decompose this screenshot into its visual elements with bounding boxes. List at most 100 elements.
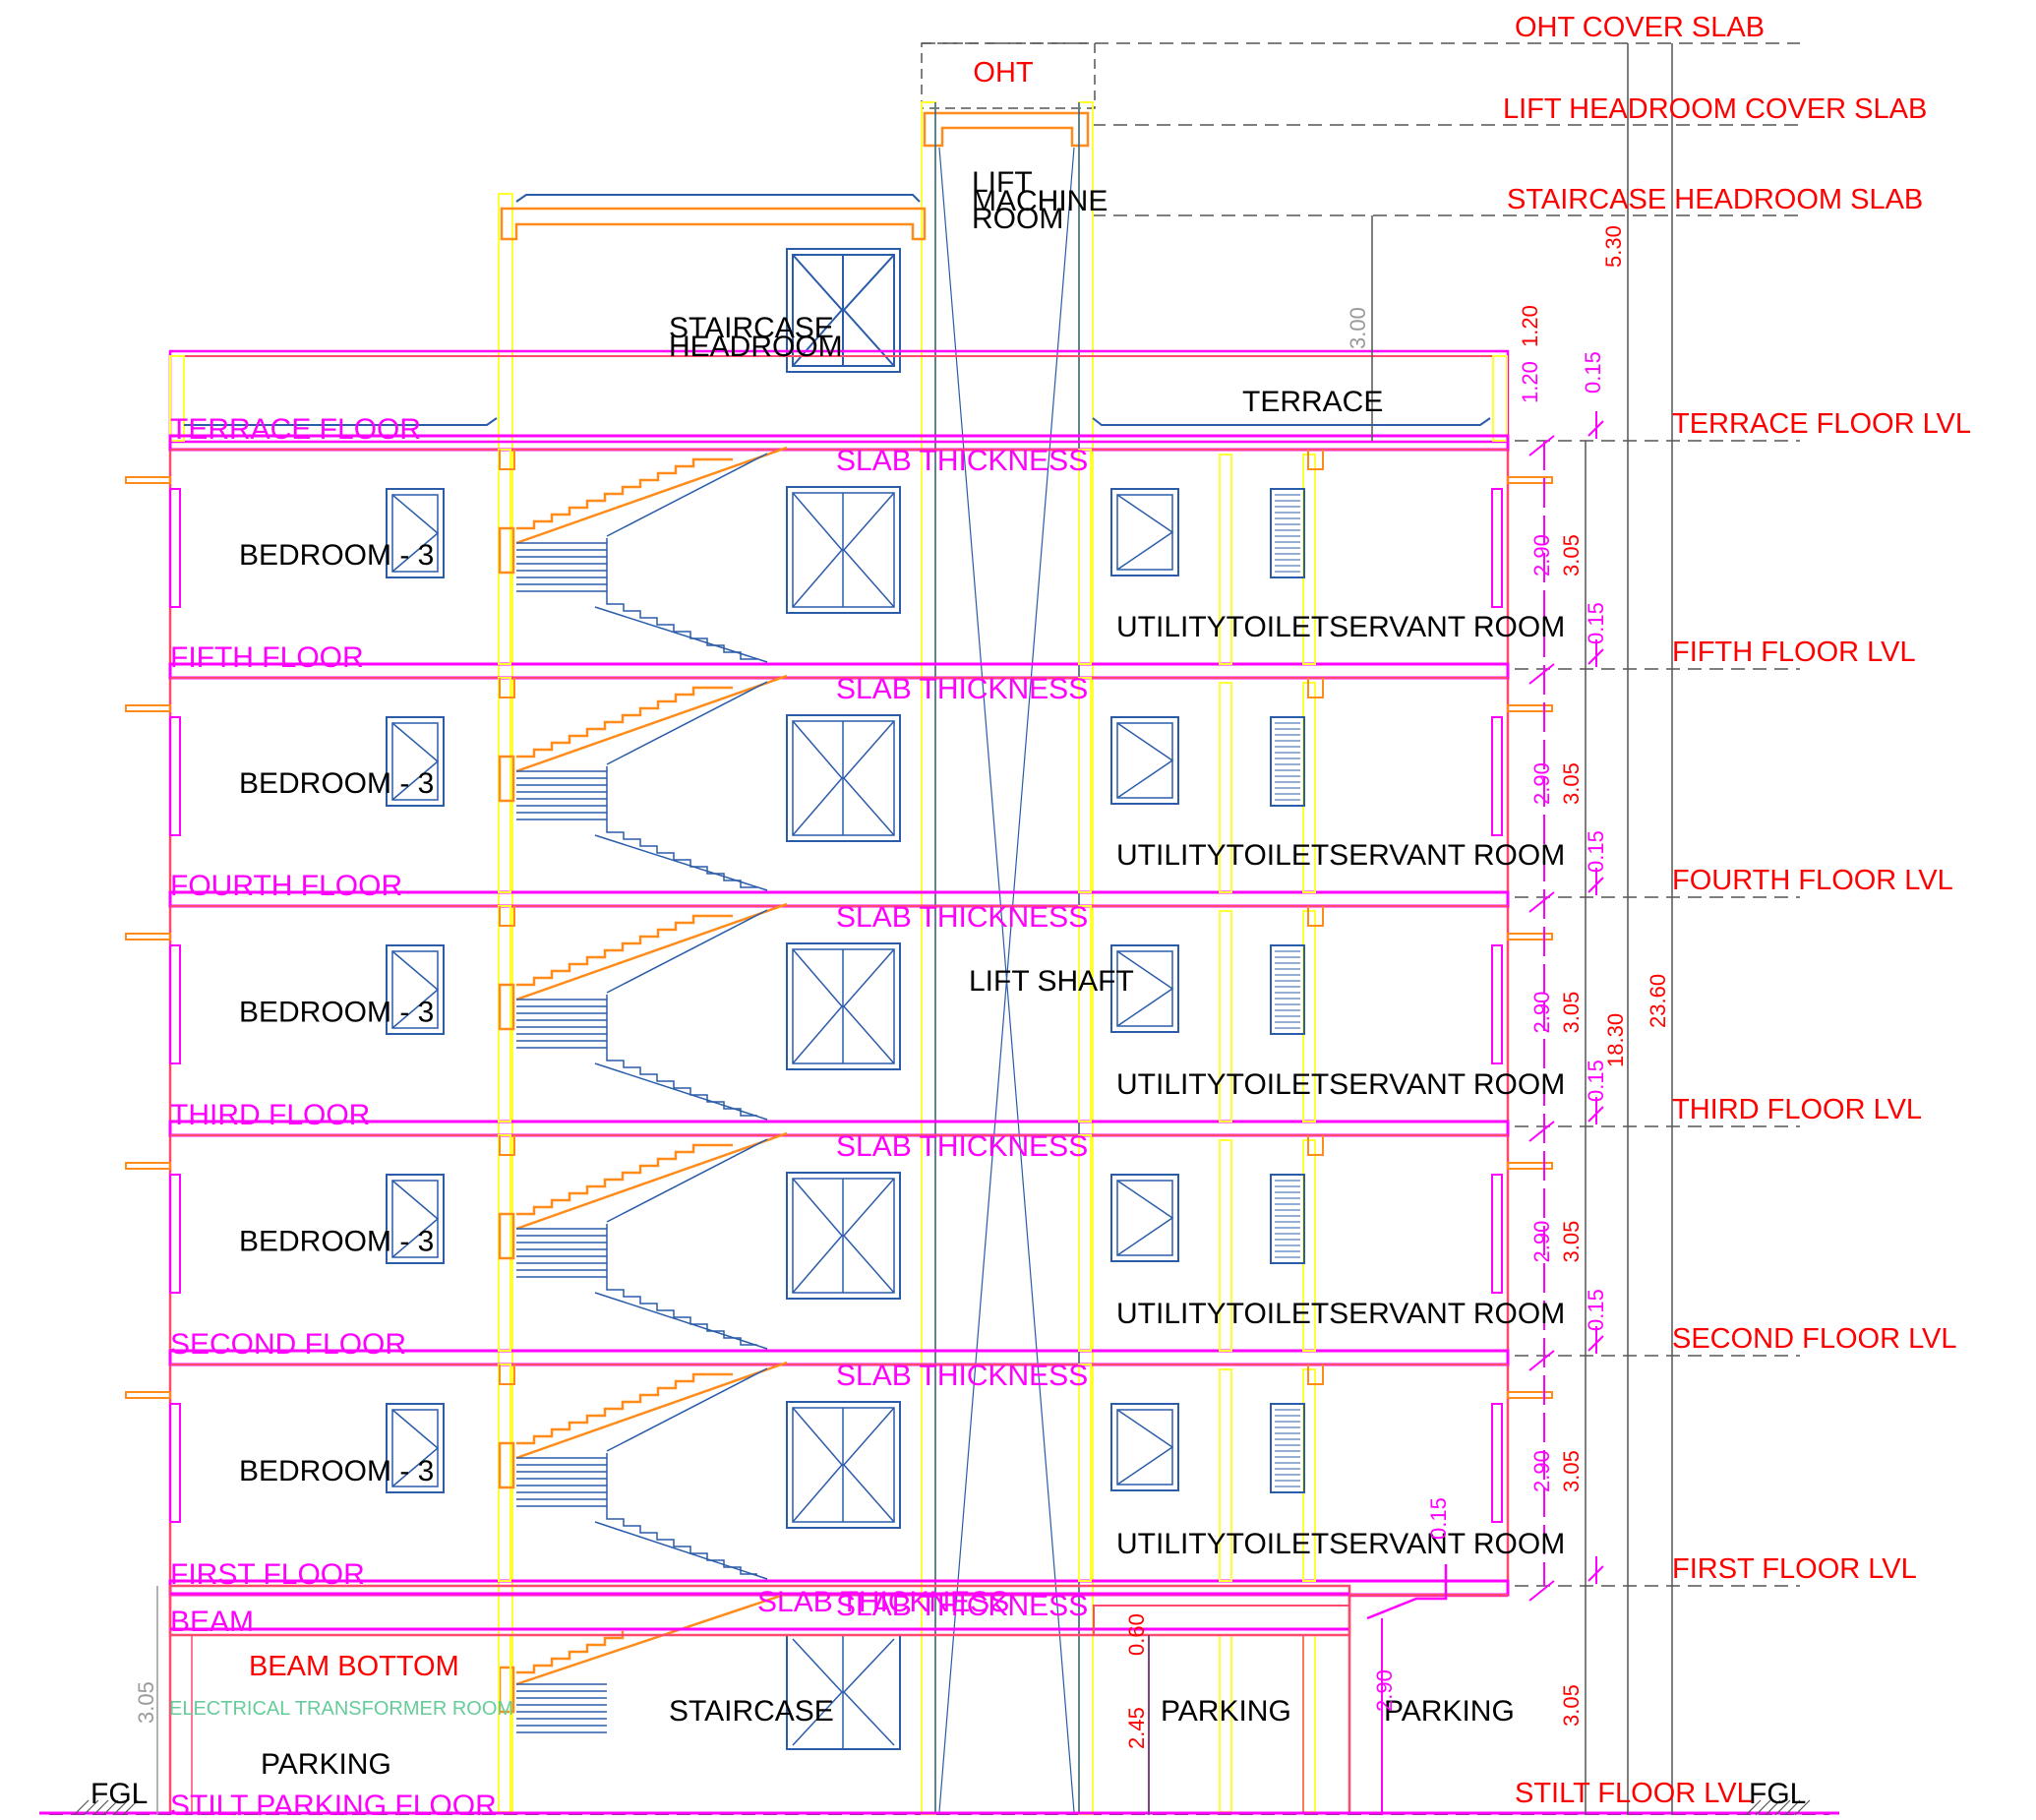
lift-machine-label-2: MACHINE [972, 185, 1108, 217]
left-projection [125, 704, 171, 712]
oht-outline [921, 42, 1096, 109]
dim-parking-clear: 2.45 [1124, 1707, 1149, 1749]
beam-stub [1307, 450, 1324, 470]
right-window-bar [1491, 944, 1503, 1064]
floor-name: THIRD FLOOR [170, 1099, 370, 1131]
dim-tick [1528, 648, 1604, 685]
right-window-bar [1491, 1403, 1503, 1523]
utility-window-inner [1116, 1409, 1173, 1486]
bedroom-window [386, 1174, 445, 1264]
window-swing [1116, 1409, 1174, 1486]
beam-stub [499, 678, 515, 698]
bedroom-label: BEDROOM - 3 [239, 767, 434, 800]
oht-cover-level: OHT COVER SLAB [1515, 12, 1765, 43]
right-projection [1507, 1391, 1553, 1399]
right-window-bar [1491, 1174, 1503, 1294]
dim-clear-height: 2.90 [1529, 1221, 1554, 1263]
utility-rooms-label: UTILITYTOILETSERVANT ROOM [1116, 1298, 1565, 1330]
right-projection [1507, 1162, 1553, 1170]
column [1078, 677, 1092, 893]
dim-tick [1528, 420, 1604, 456]
staircase-label: STAIRCASE [669, 1695, 834, 1728]
stair-landing [498, 1441, 515, 1489]
slab-thickness-label: SLAB THICKNESS [836, 1130, 1088, 1163]
bedroom-window [386, 716, 445, 807]
beam-stub [499, 906, 515, 927]
window-swing [391, 1409, 440, 1487]
slab-thickness-label: SLAB THICKNESS [836, 445, 1088, 477]
left-projection [125, 933, 171, 940]
utility-rooms-label: UTILITYTOILETSERVANT ROOM [1116, 839, 1565, 872]
stair-soffit [515, 1361, 788, 1460]
window-swing [391, 722, 440, 801]
bedroom-window [386, 1403, 445, 1493]
dim-headroom: 3.00 [1346, 307, 1370, 349]
parking-left-label: PARKING [261, 1748, 391, 1781]
dim-clear-height: 2.90 [1529, 762, 1554, 805]
utility-window-inner [1116, 494, 1173, 571]
stair-landing [498, 526, 515, 575]
dim-ramp-height: 2.90 [1372, 1669, 1397, 1712]
lift-shaft-label: LIFT SHAFT [969, 965, 1134, 998]
dim-floor-height: 3.05 [1559, 1450, 1584, 1492]
beam-stub [499, 1135, 515, 1156]
utility-window [1110, 1403, 1179, 1491]
dim-tick [1528, 1335, 1604, 1371]
window-swing [842, 1638, 895, 1746]
stair-flight-down [606, 1054, 757, 1117]
left-window-bar [169, 716, 181, 836]
column [1078, 449, 1092, 665]
stair-window [786, 714, 901, 842]
dim-clear-height: 2.90 [1529, 992, 1554, 1034]
ground-structure [39, 1584, 1839, 1815]
column [1219, 454, 1232, 665]
dim-tick [1528, 877, 1604, 913]
left-window-bar [169, 488, 181, 608]
ground-stair-soffit [515, 1592, 788, 1686]
left-window-bar [169, 1403, 181, 1523]
beam-stub [1307, 1135, 1324, 1156]
column [1219, 1139, 1232, 1352]
toilet-louver [1270, 1403, 1305, 1493]
dim-overall: 23.60 [1646, 974, 1670, 1028]
window-swing [792, 1638, 844, 1746]
stair-soffit-down [594, 1292, 768, 1350]
window-swing [792, 720, 843, 836]
right-projection [1507, 704, 1553, 712]
dim-ground-height-left: 3.05 [134, 1681, 158, 1724]
toilet-louver [1270, 1174, 1305, 1264]
window-swing [843, 1178, 895, 1294]
column [1219, 1368, 1232, 1582]
dim-mid-total: 18.30 [1603, 1013, 1628, 1067]
floor-level: FIRST FLOOR LVL [1672, 1553, 1917, 1585]
beam-stub [1307, 906, 1324, 927]
window-swing [1116, 1180, 1174, 1256]
dim-clear-height: 2.90 [1529, 534, 1554, 576]
bedroom-label: BEDROOM - 3 [239, 1226, 434, 1258]
slab-thickness-label: SLAB THICKNESS [836, 1360, 1088, 1392]
oht-label: OHT [973, 57, 1034, 89]
utility-rooms-label: UTILITYTOILETSERVANT ROOM [1116, 1068, 1565, 1101]
dim-clear-height: 2.90 [1529, 1450, 1554, 1492]
window-swing [843, 720, 895, 836]
fgl-right-label: FGL [1749, 1778, 1806, 1810]
utility-window-inner [1116, 722, 1173, 799]
stair-soffit-down [594, 606, 768, 663]
beam-stub [499, 450, 515, 470]
parking-mid-label: PARKING [1161, 1695, 1291, 1728]
dim-parapet: 1.20 [1518, 361, 1542, 403]
dim-parapet-slab: 0.15 [1581, 351, 1605, 394]
beam-stub [1307, 1365, 1324, 1385]
left-window-bar [169, 944, 181, 1064]
right-window-bar [1491, 488, 1503, 608]
stair-headroom-label-1: STAIRCASE [669, 312, 834, 344]
dim-beam-depth: 0.60 [1124, 1613, 1149, 1656]
stair-headroom-level: STAIRCASE HEADROOM SLAB [1507, 184, 1923, 215]
floor-geometry [125, 411, 1604, 1813]
lift-machine-label-1: LIFT [972, 166, 1033, 199]
parking-right-label: PARKING [1384, 1695, 1515, 1728]
stair-flight-up [516, 914, 733, 987]
stair-landing [498, 983, 515, 1031]
